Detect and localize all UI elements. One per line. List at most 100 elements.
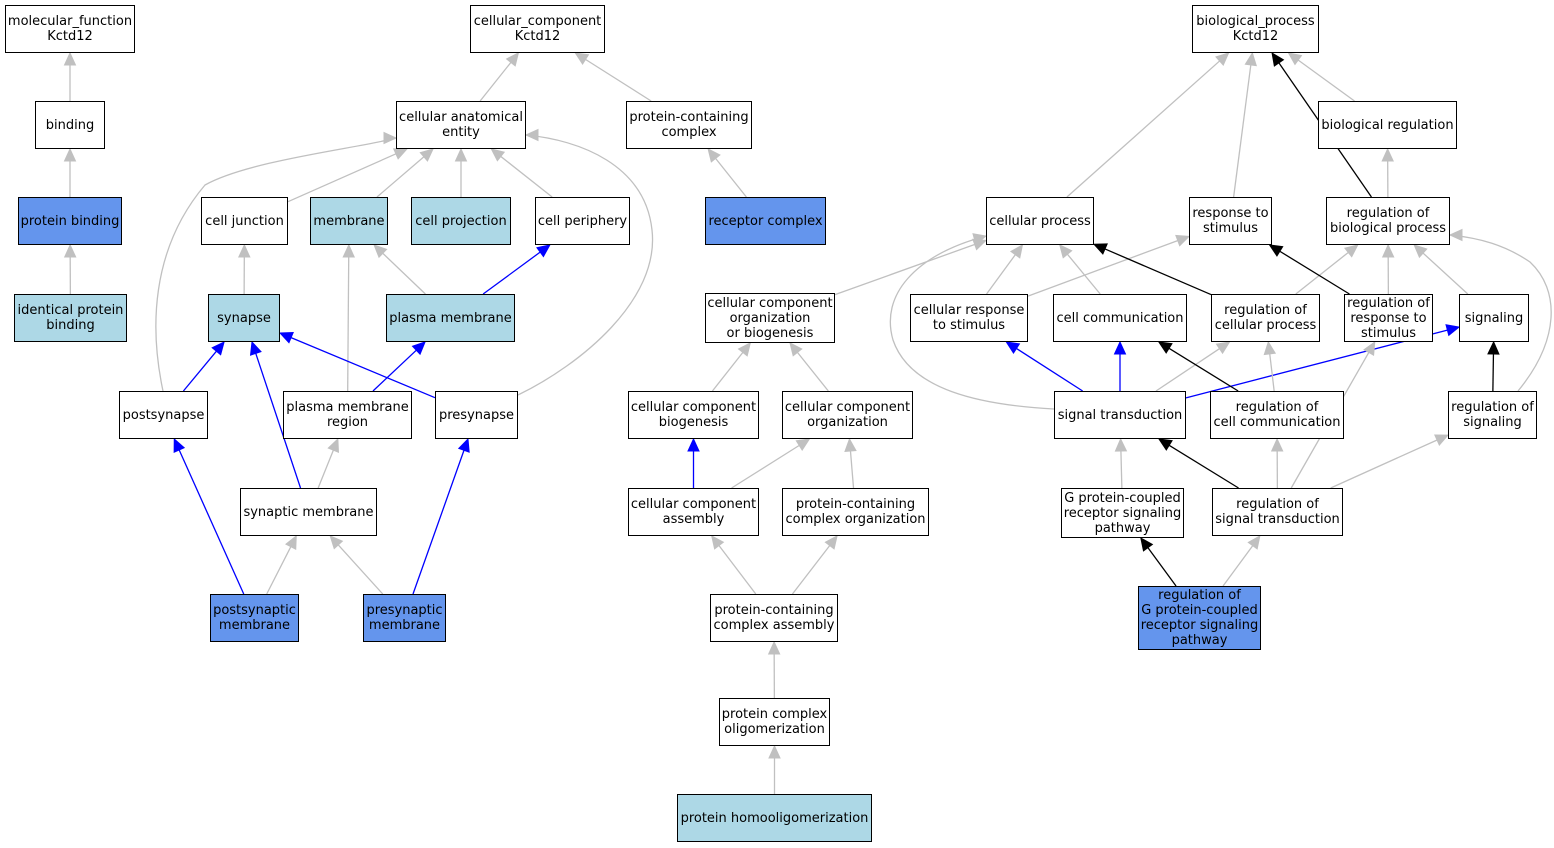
edge-cca-to-cco-arrowhead (795, 438, 811, 451)
edge-identical-protein-binding-to-protein-binding-arrowhead (63, 243, 77, 258)
node-bio-reg: biological regulation (1318, 101, 1457, 149)
edge-cae-to-cc (479, 61, 513, 102)
edge-presynapse-to-cae (517, 134, 654, 396)
edge-reg-signal-transduction-to-reg-signaling (1330, 439, 1439, 489)
edge-synaptic-membrane-to-synapse (254, 352, 302, 489)
edge-bio-reg-to-bp-arrowhead (1287, 52, 1303, 66)
edge-cell-communication-to-cellular-process-arrowhead (1059, 244, 1073, 259)
edge-cca-to-ccb-arrowhead (687, 437, 700, 452)
node-cell-junction: cell junction (201, 197, 288, 245)
edge-postsynapse-to-synapse (182, 350, 218, 392)
edge-postsynaptic-membrane-to-synaptic-membrane (266, 545, 292, 595)
edge-reg-cell-process-to-cellular-process-arrowhead (1092, 243, 1108, 255)
edge-plasma-membrane-to-cell-periphery (482, 250, 542, 295)
node-reg-cell-communication: regulation of cell communication (1210, 391, 1344, 439)
node-cco: cellular component organization (782, 391, 913, 439)
edge-reg-bio-process-to-bio-reg-arrowhead (1381, 147, 1394, 162)
edge-plasma-membrane-to-membrane (381, 252, 426, 295)
edge-reg-cell-process-to-reg-bio-process (1295, 251, 1350, 295)
node-cc: cellular_component Kctd12 (470, 5, 605, 53)
edge-signal-transduction-to-cell-communication-arrowhead (1113, 340, 1127, 355)
node-postsynaptic-membrane: postsynaptic membrane (210, 594, 299, 642)
edge-pm-region-to-membrane-arrowhead (342, 243, 355, 258)
node-reg-response-stimulus: regulation of response to stimulus (1344, 294, 1433, 342)
edge-postsynaptic-membrane-to-synaptic-membrane-arrowhead (285, 534, 297, 550)
edge-reg-response-stimulus-to-reg-bio-process-arrowhead (1381, 243, 1395, 258)
edge-pco-to-pcca-arrowhead (767, 640, 781, 655)
node-pco: protein complex oligomerization (719, 698, 830, 746)
node-response-stimulus: response to stimulus (1189, 197, 1272, 245)
edge-reg-signaling-to-reg-bio-process-arrowhead (1448, 228, 1463, 242)
node-signaling: signaling (1459, 294, 1529, 342)
node-reg-gpcr-pathway: regulation of G protein-coupled receptor… (1138, 586, 1261, 650)
edge-presynaptic-membrane-to-presynapse (412, 449, 465, 595)
edge-presynaptic-membrane-to-synaptic-membrane-arrowhead (329, 535, 344, 550)
node-cellular-process: cellular process (986, 197, 1094, 245)
edge-reg-cell-process-to-cellular-process (1103, 247, 1212, 296)
node-membrane: membrane (310, 197, 388, 245)
node-synapse: synapse (208, 294, 280, 342)
edge-reg-signal-transduction-to-reg-signaling-arrowhead (1434, 434, 1450, 446)
edge-postsynapse-to-synapse-arrowhead (211, 341, 225, 356)
edge-cell-projection-to-cae-arrowhead (454, 147, 468, 162)
node-cell-communication: cell communication (1053, 294, 1187, 342)
edge-binding-to-mf-arrowhead (63, 51, 77, 66)
edge-cell-response-stimulus-to-response-stimulus-arrowhead (1175, 234, 1191, 247)
edge-cellular-process-to-bp-arrowhead (1215, 52, 1230, 67)
edge-reg-signal-transduction-to-reg-response-stimulus-arrowhead (1363, 340, 1376, 356)
node-cca: cellular component assembly (628, 488, 759, 536)
edge-signal-transduction-to-cell-response-stimulus (1015, 347, 1083, 392)
edge-signal-transduction-to-reg-cell-process-arrowhead (1215, 341, 1231, 355)
node-pho: protein homooligomerization (677, 794, 872, 842)
edge-receptor-complex-to-pcc (714, 157, 747, 198)
edge-cellular-process-to-bp (1066, 59, 1221, 198)
edge-signal-transduction-to-cell-response-stimulus-arrowhead (1005, 341, 1021, 355)
node-cae: cellular anatomical entity (396, 101, 526, 149)
edge-reg-cell-communication-to-cell-communication-arrowhead (1157, 341, 1173, 354)
edge-pcco-to-cco-arrowhead (844, 437, 857, 452)
edge-postsynapse-to-cae-arrowhead (383, 131, 398, 145)
edge-pcca-to-cca (717, 544, 757, 595)
edge-reg-bio-process-to-bp-arrowhead (1271, 52, 1285, 67)
edge-reg-signaling-to-reg-bio-process (1449, 234, 1552, 392)
edge-reg-gpcr-pathway-to-reg-signal-transduction-arrowhead (1247, 535, 1261, 550)
edge-presynapse-to-synapse-arrowhead (278, 332, 294, 344)
node-bp: biological_process Kctd12 (1192, 5, 1319, 53)
edge-response-stimulus-to-bp (1232, 63, 1252, 198)
node-gpcr-pathway: G protein-coupled receptor signaling pat… (1061, 488, 1184, 538)
node-presynaptic-membrane: presynaptic membrane (363, 594, 446, 642)
edge-reg-signal-transduction-to-signal-transduction (1167, 444, 1239, 489)
node-mf: molecular_function Kctd12 (5, 5, 135, 53)
node-presynapse: presynapse (435, 391, 518, 439)
node-cell-projection: cell projection (411, 197, 511, 245)
edge-ccb-to-ccob (711, 351, 744, 392)
node-receptor-complex: receptor complex (705, 197, 826, 245)
edge-reg-cell-communication-to-reg-cell-process (1268, 352, 1275, 392)
edge-reg-signal-transduction-to-signal-transduction-arrowhead (1157, 438, 1173, 451)
node-binding: binding (35, 101, 105, 149)
edge-presynapse-to-cae-arrowhead (524, 128, 539, 142)
node-reg-signaling: regulation of signaling (1448, 391, 1537, 439)
edge-synaptic-membrane-to-pm-region (317, 448, 335, 489)
edge-cell-response-stimulus-to-cellular-process-arrowhead (1009, 244, 1024, 259)
edge-cell-periphery-to-cae (499, 155, 553, 198)
edge-pcca-to-cca-arrowhead (711, 535, 725, 550)
node-postsynapse: postsynapse (119, 391, 208, 439)
edge-synaptic-membrane-to-synapse-arrowhead (249, 340, 262, 356)
edge-cell-communication-to-cellular-process (1066, 253, 1101, 295)
edge-cell-response-stimulus-to-cellular-process (986, 253, 1017, 295)
edge-ccob-to-cellular-process (834, 243, 976, 296)
edge-reg-cell-communication-to-cell-communication (1167, 347, 1239, 392)
edge-cell-junction-to-cae-arrowhead (392, 148, 408, 160)
edge-synaptic-membrane-to-pm-region-arrowhead (327, 437, 340, 453)
node-ccb: cellular component biogenesis (628, 391, 759, 439)
edge-reg-gpcr-pathway-to-gpcr-pathway-arrowhead (1140, 537, 1154, 552)
edge-synapse-to-cell-junction-arrowhead (238, 243, 251, 258)
edge-cae-to-cc-arrowhead (505, 52, 520, 67)
edge-gpcr-pathway-to-signal-transduction-arrowhead (1114, 437, 1128, 452)
edge-pcco-to-cco (849, 449, 855, 489)
edge-presynapse-to-synapse (289, 336, 436, 399)
edge-cco-to-ccob (796, 351, 829, 392)
edge-membrane-to-cae (376, 155, 426, 198)
